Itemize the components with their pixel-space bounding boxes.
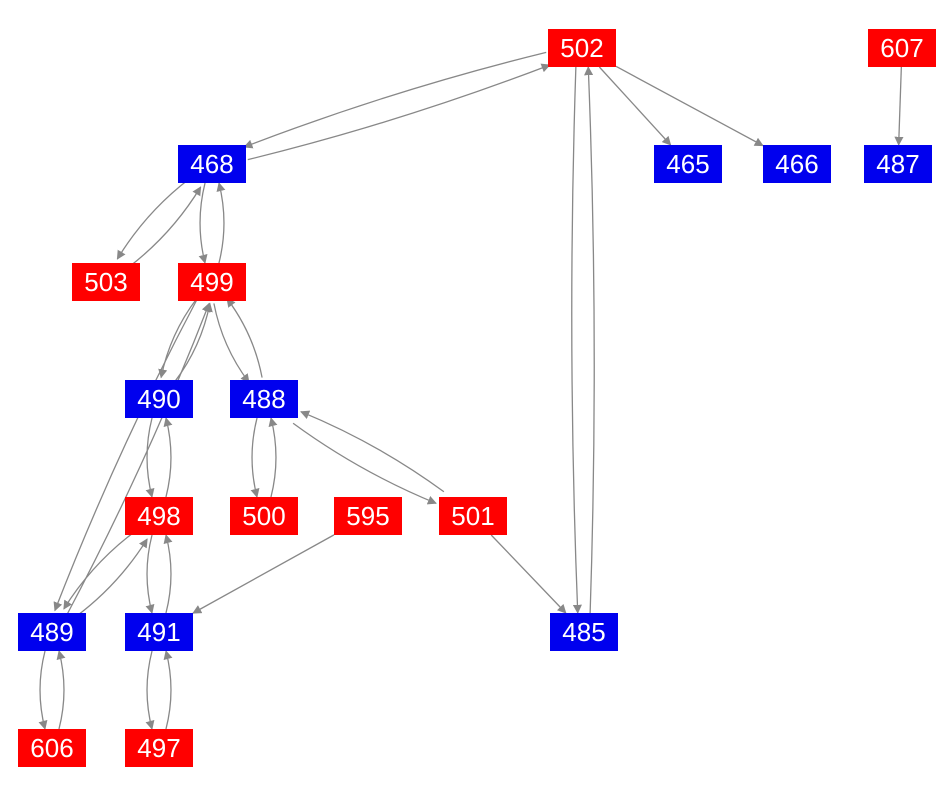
node-465: 465 <box>654 145 722 183</box>
edge-498-to-489 <box>63 530 137 610</box>
edge-501-to-485 <box>490 534 567 614</box>
edge-595-to-491 <box>192 534 335 614</box>
node-503: 503 <box>72 263 140 301</box>
edge-498-to-491 <box>145 534 155 614</box>
edge-468-to-503 <box>116 178 190 260</box>
node-490: 490 <box>125 380 193 418</box>
edge-488-to-501 <box>292 422 437 505</box>
node-box-595 <box>334 497 402 535</box>
edge-489-to-499 <box>65 302 211 616</box>
node-box-468 <box>178 145 246 183</box>
node-box-497 <box>125 729 193 767</box>
edge-499-to-488 <box>213 303 250 384</box>
node-489: 489 <box>18 613 86 651</box>
edge-489-to-498 <box>74 538 148 618</box>
node-label-488: 488 <box>242 384 285 414</box>
node-box-487 <box>864 145 932 183</box>
node-box-491 <box>125 613 193 651</box>
edge-488-to-500 <box>250 417 260 498</box>
node-box-502 <box>548 29 616 67</box>
edge-499-to-490 <box>158 298 198 379</box>
node-box-488 <box>230 380 298 418</box>
edge-488-to-499 <box>226 297 263 378</box>
edge-500-to-488 <box>268 417 278 498</box>
node-607: 607 <box>868 29 936 67</box>
node-box-466 <box>763 145 831 183</box>
node-box-501 <box>439 497 507 535</box>
edge-499-to-489 <box>53 298 199 612</box>
node-box-607 <box>868 29 936 67</box>
nodes-layer: 502 607 468 465 466 487 503 499 490 488 498 500 595 5… <box>18 29 936 767</box>
node-box-606 <box>18 729 86 767</box>
node-label-502: 502 <box>560 33 603 63</box>
node-499: 499 <box>178 263 246 301</box>
node-label-487: 487 <box>876 149 919 179</box>
node-label-485: 485 <box>562 617 605 647</box>
edge-468-to-499 <box>198 182 208 264</box>
node-box-498 <box>125 497 193 535</box>
edge-498-to-490 <box>163 417 173 498</box>
node-box-500 <box>230 497 298 535</box>
node-box-465 <box>654 145 722 183</box>
node-box-485 <box>550 613 618 651</box>
edge-501-to-488 <box>300 410 445 493</box>
edge-502-to-485 <box>571 66 582 614</box>
node-box-503 <box>72 263 140 301</box>
node-label-498: 498 <box>137 501 180 531</box>
edge-489-to-606 <box>38 650 48 730</box>
edge-497-to-491 <box>163 650 173 730</box>
node-487: 487 <box>864 145 932 183</box>
node-label-500: 500 <box>242 501 285 531</box>
edge-606-to-489 <box>56 650 66 730</box>
node-468: 468 <box>178 145 246 183</box>
node-label-607: 607 <box>880 33 923 63</box>
node-500: 500 <box>230 497 298 535</box>
node-label-606: 606 <box>30 733 73 763</box>
node-501: 501 <box>439 497 507 535</box>
node-488: 488 <box>230 380 298 418</box>
edge-490-to-498 <box>145 417 155 498</box>
edge-502-to-468 <box>243 51 547 149</box>
edge-485-to-502 <box>584 66 595 614</box>
node-box-490 <box>125 380 193 418</box>
edge-607-to-487 <box>894 66 904 146</box>
edge-499-to-468 <box>216 182 226 264</box>
node-label-468: 468 <box>190 149 233 179</box>
edge-468-to-502 <box>247 63 551 161</box>
node-502: 502 <box>548 29 616 67</box>
edges-layer <box>38 51 904 730</box>
edge-491-to-498 <box>163 534 173 614</box>
edge-491-to-497 <box>145 650 155 730</box>
node-label-465: 465 <box>666 149 709 179</box>
node-label-499: 499 <box>190 267 233 297</box>
node-606: 606 <box>18 729 86 767</box>
node-466: 466 <box>763 145 831 183</box>
node-label-503: 503 <box>84 267 127 297</box>
node-595: 595 <box>334 497 402 535</box>
node-box-499 <box>178 263 246 301</box>
node-label-501: 501 <box>451 501 494 531</box>
node-label-489: 489 <box>30 617 73 647</box>
node-label-595: 595 <box>346 501 389 531</box>
edge-502-to-465 <box>598 66 672 146</box>
node-label-491: 491 <box>137 617 180 647</box>
node-485: 485 <box>550 613 618 651</box>
node-label-490: 490 <box>137 384 180 414</box>
edge-502-to-466 <box>615 65 764 147</box>
node-label-466: 466 <box>775 149 818 179</box>
node-box-489 <box>18 613 86 651</box>
node-label-497: 497 <box>137 733 180 763</box>
node-498: 498 <box>125 497 193 535</box>
node-491: 491 <box>125 613 193 651</box>
node-497: 497 <box>125 729 193 767</box>
edge-503-to-468 <box>128 186 202 268</box>
